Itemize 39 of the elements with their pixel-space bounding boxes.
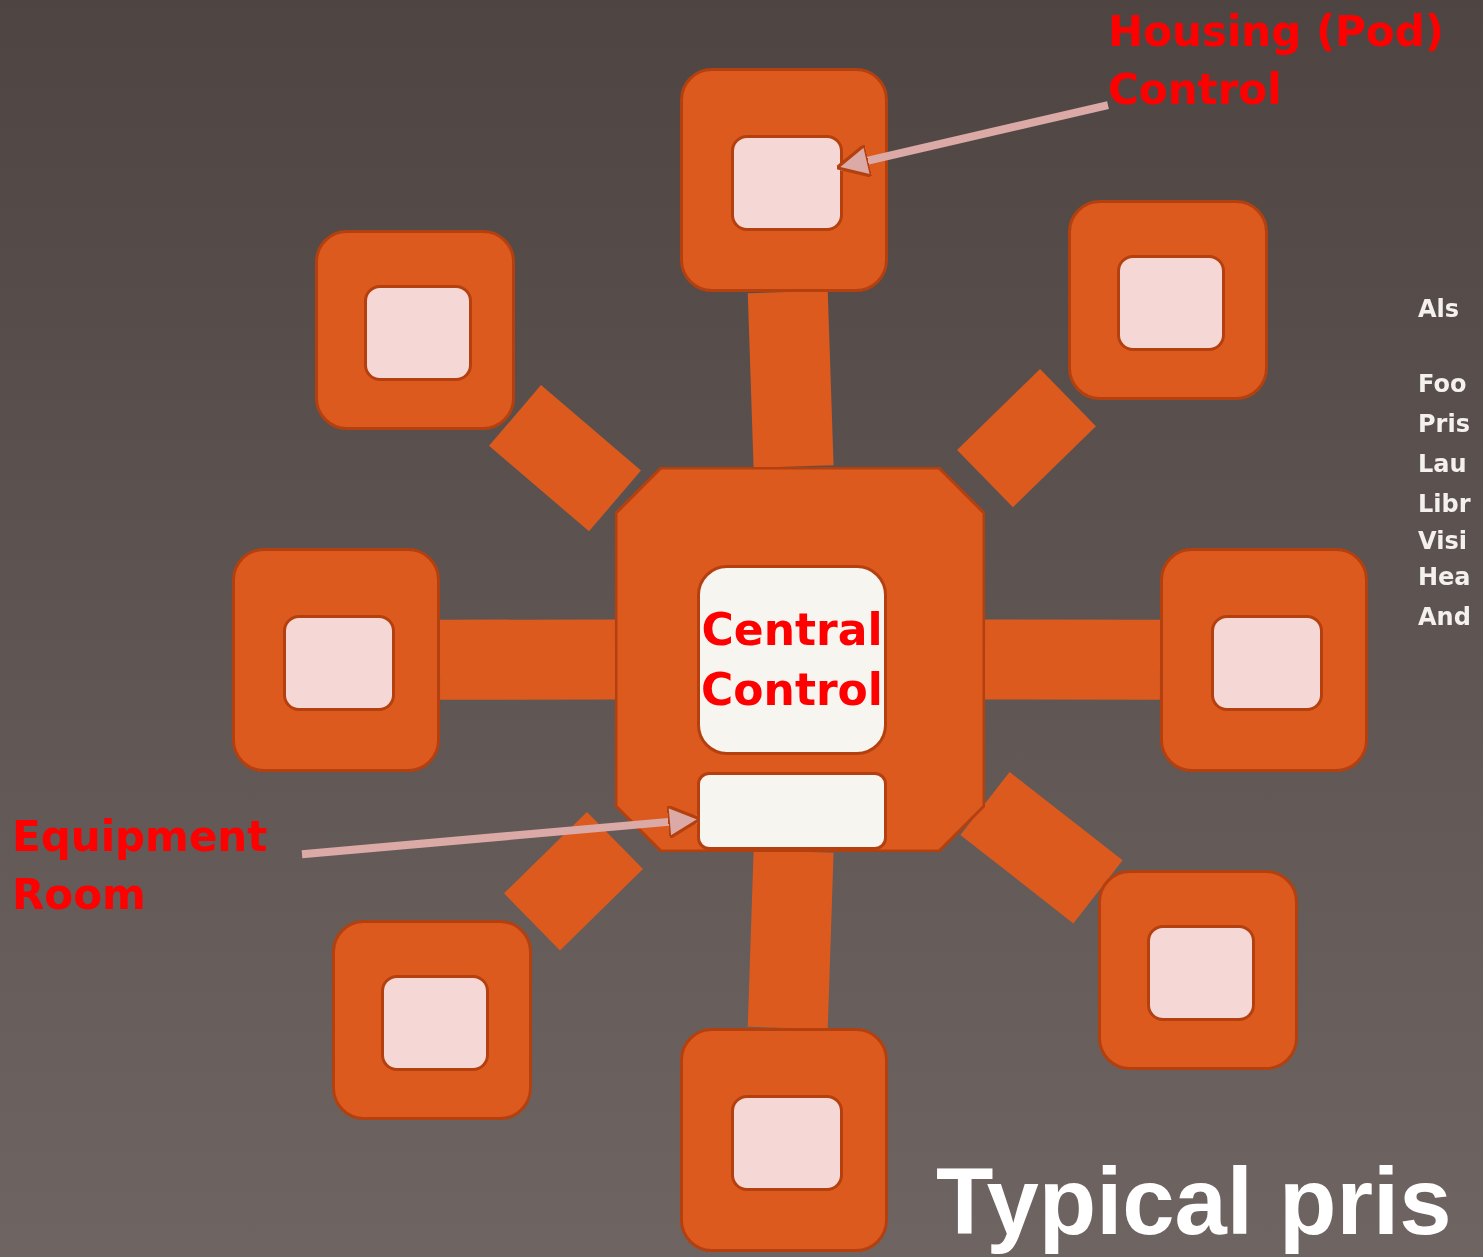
list-item-text: Lau [1418, 450, 1467, 478]
corridor [960, 772, 1123, 924]
corridor [984, 619, 1161, 700]
callout-text: Equipment Room [12, 808, 302, 926]
list-item-text: Visi [1418, 527, 1467, 555]
corridor [488, 385, 641, 532]
pod-control-room [1117, 255, 1225, 351]
pod-control-room [381, 975, 489, 1071]
slide-title: Typical pris [936, 1150, 1452, 1254]
corridor [747, 290, 834, 468]
housing-pod [332, 920, 532, 1120]
housing-pod [1160, 548, 1368, 772]
leader-line [835, 101, 1109, 178]
list-item-text: Pris [1418, 410, 1470, 438]
list-item-text: Libr [1418, 490, 1471, 518]
central-control-room: Central Control [697, 565, 887, 755]
callout-text: Housing (Pod) Control [1108, 3, 1480, 121]
corridor [957, 368, 1096, 508]
housing-pod [232, 548, 440, 772]
housing-pod [1098, 870, 1298, 1070]
list-item-text: Foo [1418, 370, 1467, 398]
equipment-room [697, 772, 887, 850]
central-hub [615, 466, 985, 852]
list-item-text: Als [1418, 295, 1460, 323]
pod-control-room [283, 615, 395, 711]
housing-pod [1068, 200, 1268, 400]
corridor [747, 850, 834, 1030]
corridor [504, 811, 643, 951]
corridor [439, 619, 616, 700]
housing-pod [680, 68, 888, 292]
list-item-text: And [1418, 603, 1471, 631]
housing-pod [680, 1028, 888, 1252]
pod-control-room [1211, 615, 1323, 711]
pod-control-room [731, 1095, 843, 1191]
list-item-text: Hea [1418, 563, 1471, 591]
housing-pod [315, 230, 515, 430]
pod-control-room [364, 285, 472, 381]
pod-control-room [731, 135, 843, 231]
pod-control-room [1147, 925, 1255, 1021]
